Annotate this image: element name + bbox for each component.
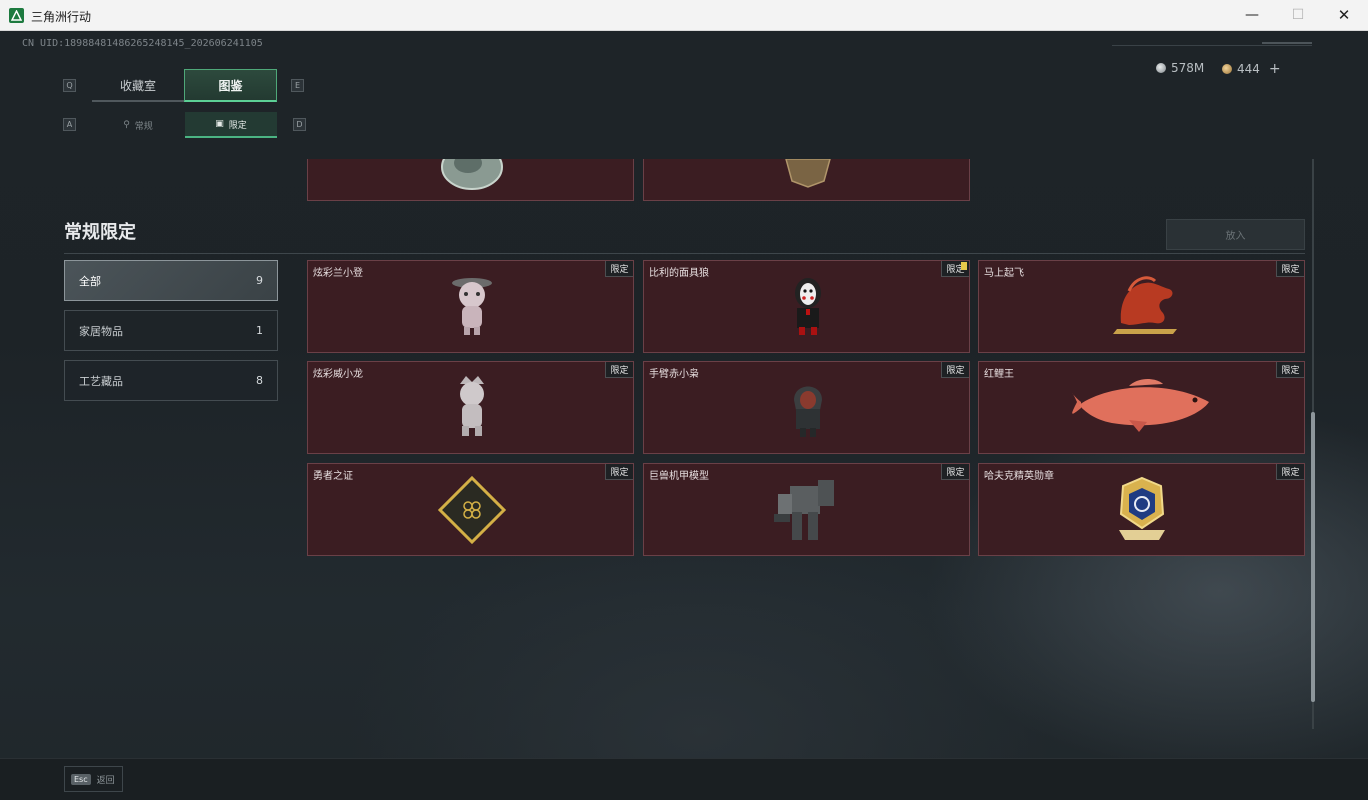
bronze-ornament-icon <box>785 159 831 188</box>
item-name: 手臂赤小枭 <box>649 369 699 380</box>
limited-badge: 限定 <box>941 362 969 378</box>
limited-badge: 限定 <box>1276 362 1304 378</box>
window-title: 三角洲行动 <box>31 10 92 24</box>
hooded-figure-icon <box>794 386 822 437</box>
limited-badge: 限定 <box>605 362 633 378</box>
tab-collection-room[interactable]: 收藏室 <box>92 70 184 102</box>
limited-badge: 限定 <box>1276 464 1304 480</box>
key-hint-e: E <box>291 79 304 92</box>
mech-model-icon <box>774 480 834 540</box>
category-home-items[interactable]: 家居物品 1 <box>64 310 278 351</box>
item-card[interactable]: 炫彩威小龙 限定 <box>307 361 634 454</box>
key-hint-a: A <box>63 118 76 131</box>
red-carp-icon <box>1072 379 1209 432</box>
gold-card-icon <box>437 475 507 545</box>
header-divider-accent <box>1262 42 1312 44</box>
back-label: 返回 <box>96 775 115 786</box>
puppet-figure-icon <box>795 278 821 335</box>
limited-badge: 限定 <box>941 464 969 480</box>
flask-icon: ⚲ <box>123 120 130 130</box>
section-divider <box>64 253 1305 254</box>
red-horse-sculpture-icon <box>1113 276 1177 334</box>
item-name: 马上起飞 <box>984 268 1024 279</box>
category-label: 全部 <box>79 274 101 288</box>
player-uid: CN UID:18988481486265248145_202606241105 <box>22 38 263 49</box>
silver-orb-icon <box>441 159 503 190</box>
category-count: 9 <box>256 274 263 287</box>
item-name: 炫彩威小龙 <box>313 369 363 380</box>
back-button[interactable]: Esc 返回 <box>64 766 123 792</box>
category-label: 工艺藏品 <box>79 374 123 388</box>
elite-medal-icon <box>1119 476 1165 540</box>
item-name: 比利的面具狼 <box>649 268 709 279</box>
item-card-partial[interactable] <box>643 159 970 201</box>
item-name: 巨兽机甲模型 <box>649 471 709 482</box>
item-card[interactable]: 哈夫克精英勋章 限定 <box>978 463 1305 556</box>
gold-coin-icon <box>1222 64 1232 74</box>
item-card-partial[interactable] <box>307 159 634 201</box>
category-all[interactable]: 全部 9 <box>64 260 278 301</box>
limited-badge-label: 限定 <box>946 265 965 275</box>
category-count: 8 <box>256 374 263 387</box>
key-hint-d: D <box>293 118 306 131</box>
place-button[interactable]: 放入 <box>1166 219 1305 250</box>
item-card[interactable]: 炫彩兰小登 限定 <box>307 260 634 353</box>
subtab-limited-label: 限定 <box>228 120 247 131</box>
image-icon: ▣ <box>215 119 224 129</box>
item-name: 勇者之证 <box>313 471 353 482</box>
silver-figure-icon <box>460 376 484 436</box>
footer-bar <box>0 758 1368 800</box>
silver-currency: 578M <box>1156 61 1204 75</box>
window-titlebar: 三角洲行动 — ☐ ✕ <box>0 0 1368 31</box>
category-label: 家居物品 <box>79 324 123 338</box>
subtab-normal-label: 常规 <box>134 121 153 132</box>
tab-atlas[interactable]: 图鉴 <box>184 69 277 102</box>
gold-currency: 444 + <box>1222 61 1281 77</box>
item-card[interactable]: 马上起飞 限定 <box>978 260 1305 353</box>
subtab-normal[interactable]: ⚲ 常规 <box>92 112 184 138</box>
scrollbar-thumb[interactable] <box>1311 412 1315 702</box>
silver-coin-icon <box>1156 63 1166 73</box>
close-button[interactable]: ✕ <box>1337 6 1351 24</box>
item-card[interactable]: 红鲤王 限定 <box>978 361 1305 454</box>
add-currency-button[interactable]: + <box>1268 61 1281 77</box>
limited-badge: 限定 <box>941 261 969 277</box>
limited-badge: 限定 <box>1276 261 1304 277</box>
silver-amount: 578M <box>1171 61 1205 75</box>
minimize-button[interactable]: — <box>1245 7 1259 23</box>
section-title: 常规限定 <box>64 222 136 243</box>
category-crafts[interactable]: 工艺藏品 8 <box>64 360 278 401</box>
app-logo-icon <box>9 8 24 23</box>
item-card[interactable]: 比利的面具狼 限定 <box>643 260 970 353</box>
gold-amount: 444 <box>1237 62 1260 76</box>
item-name: 哈夫克精英勋章 <box>984 471 1054 482</box>
maximize-button[interactable]: ☐ <box>1291 7 1305 23</box>
key-hint-q: Q <box>63 79 76 92</box>
item-name: 炫彩兰小登 <box>313 268 363 279</box>
limited-badge: 限定 <box>605 464 633 480</box>
item-card[interactable]: 手臂赤小枭 限定 <box>643 361 970 454</box>
item-name: 红鲤王 <box>984 369 1014 380</box>
header-divider <box>1112 45 1312 46</box>
toy-figure-icon <box>452 278 492 335</box>
category-count: 1 <box>256 324 263 337</box>
item-card[interactable]: 勇者之证 限定 <box>307 463 634 556</box>
esc-key-hint: Esc <box>71 773 91 785</box>
new-indicator-icon <box>961 262 967 270</box>
item-card[interactable]: 巨兽机甲模型 限定 <box>643 463 970 556</box>
subtab-limited[interactable]: ▣ 限定 <box>185 112 277 138</box>
limited-badge: 限定 <box>605 261 633 277</box>
